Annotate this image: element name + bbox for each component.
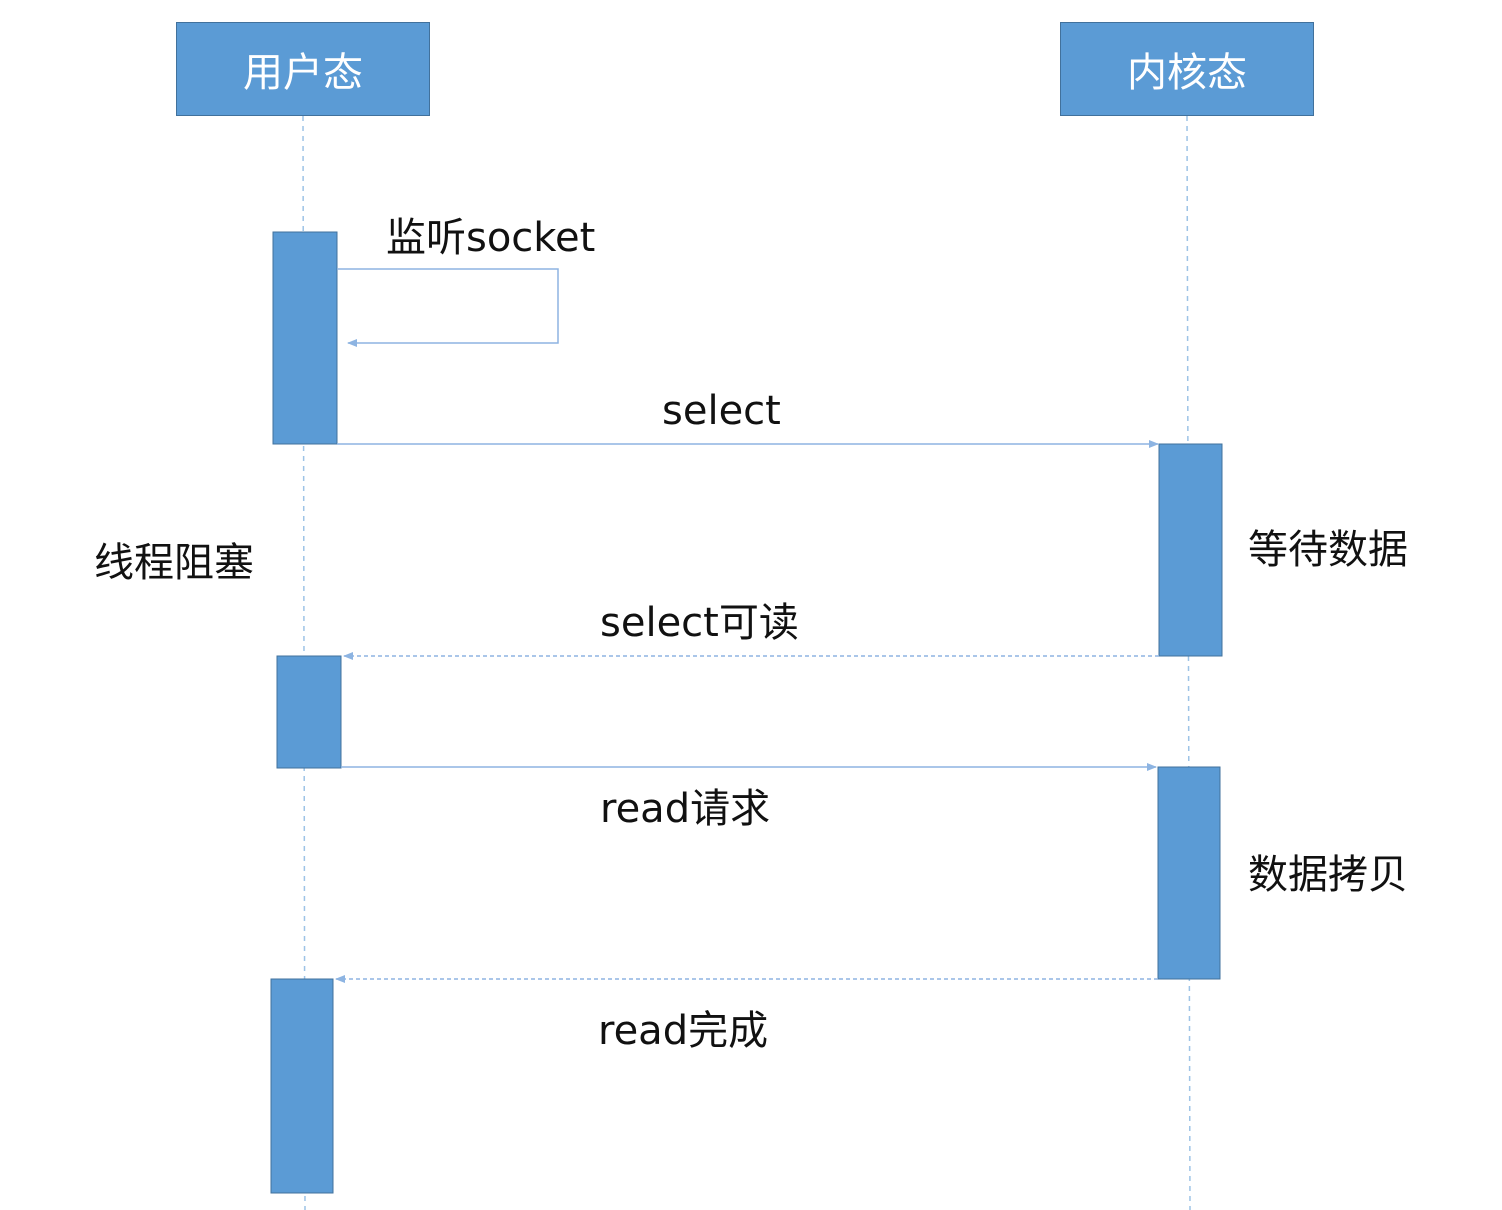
note-data-copy: 数据拷贝 xyxy=(1248,852,1408,898)
kernel-lifeline xyxy=(1186,115,1191,1210)
message-select-label: select xyxy=(662,388,781,434)
participant-user-mode-label: 用户态 xyxy=(243,50,363,96)
message-read-done-label: read完成 xyxy=(598,1008,769,1054)
message-select-readable-label: select可读 xyxy=(600,600,799,646)
participant-kernel-mode: 内核态 xyxy=(1060,22,1314,116)
message-listen-socket-label: 监听socket xyxy=(386,215,596,261)
note-thread-blocked: 线程阻塞 xyxy=(94,540,254,586)
self-message-arrow xyxy=(337,268,559,347)
note-wait-data: 等待数据 xyxy=(1248,527,1408,573)
user-activation-2 xyxy=(276,655,342,769)
message-read-request-label: read请求 xyxy=(600,786,771,832)
participant-user-mode: 用户态 xyxy=(176,22,430,116)
kernel-activation-2 xyxy=(1157,766,1221,980)
user-activation-1 xyxy=(272,231,338,445)
kernel-activation-1 xyxy=(1158,443,1223,657)
user-activation-3 xyxy=(270,978,334,1194)
participant-kernel-mode-label: 内核态 xyxy=(1127,50,1247,96)
